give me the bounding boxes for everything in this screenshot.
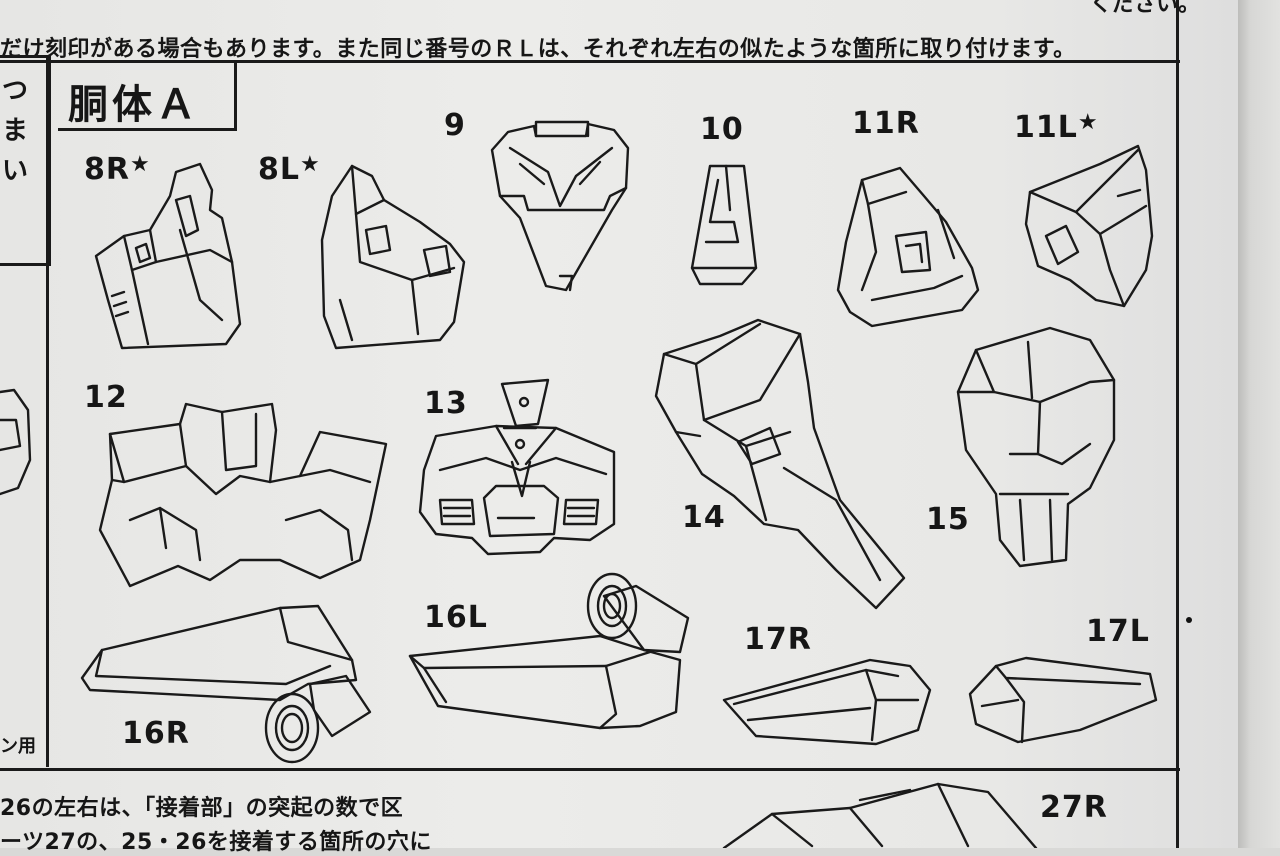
part-drawing-27r-partial [722,782,1038,848]
part-drawing-16l [408,572,690,730]
note-text-top: だけ刻印がある場合もあります。また同じ番号のＲＬは、それぞれ左右の似たような箇所… [0,37,1076,62]
instruction-sheet [0,0,1238,848]
frame-rule-bottom [0,768,1180,771]
part-label-16l: 16L [424,600,488,635]
part-label-9: 9 [444,108,466,143]
part-drawing-17r [722,658,932,746]
part-label-10: 10 [700,112,744,147]
part-drawing-11r [836,166,980,328]
part-drawing-10 [690,164,758,286]
part-label-8l: 8L★ [258,152,321,187]
part-label-16r: 16R [122,716,190,751]
partial-drawing-left [0,388,32,496]
part-drawing-16r [80,604,372,764]
part-label-14: 14 [682,500,726,535]
note-text-cut: ください。 [1090,0,1201,17]
frame-rule-right [1176,0,1179,848]
part-drawing-14 [654,318,906,610]
part-drawing-9 [490,120,630,292]
section-title: 胴体Ａ [68,82,200,128]
part-label-15: 15 [926,502,970,537]
left-column-char: い [2,156,29,186]
part-label-11r: 11R [852,106,920,141]
part-drawing-12 [98,402,388,588]
left-column-box [0,55,51,266]
part-drawing-15 [956,326,1116,568]
part-drawing-8l [320,164,466,350]
bottom-note-line-1: 26の左右は、「接着部」の突起の数で区 [0,796,404,821]
part-label-17l: 17L [1086,614,1150,649]
star-icon: ★ [1077,110,1099,135]
part-drawing-8r [94,162,242,350]
bottom-note-line-2: ーツ27の、25・26を接着する箇所の穴に [0,830,432,855]
frame-rule-top [0,60,1180,63]
part-label-13: 13 [424,386,468,421]
ink-mark [1186,617,1192,623]
part-drawing-13 [418,378,616,556]
part-label-17r: 17R [744,622,812,657]
left-column-char: ま [2,116,29,146]
part-label-12: 12 [84,380,128,415]
page-edge-shadow [1238,0,1280,848]
left-column-tail: ン用 [0,736,36,757]
star-icon: ★ [129,152,151,177]
part-drawing-17l [968,656,1158,744]
part-label-8r: 8R★ [84,152,151,187]
section-title-box [58,60,237,131]
left-column-char: つ [2,76,29,106]
star-icon: ★ [300,152,321,177]
part-drawing-11l [1024,144,1154,308]
parts-drawings [0,120,1158,848]
frame-rule-left [46,55,49,767]
part-label-11l: 11L★ [1014,110,1099,145]
part-label-27r: 27R [1040,790,1108,825]
